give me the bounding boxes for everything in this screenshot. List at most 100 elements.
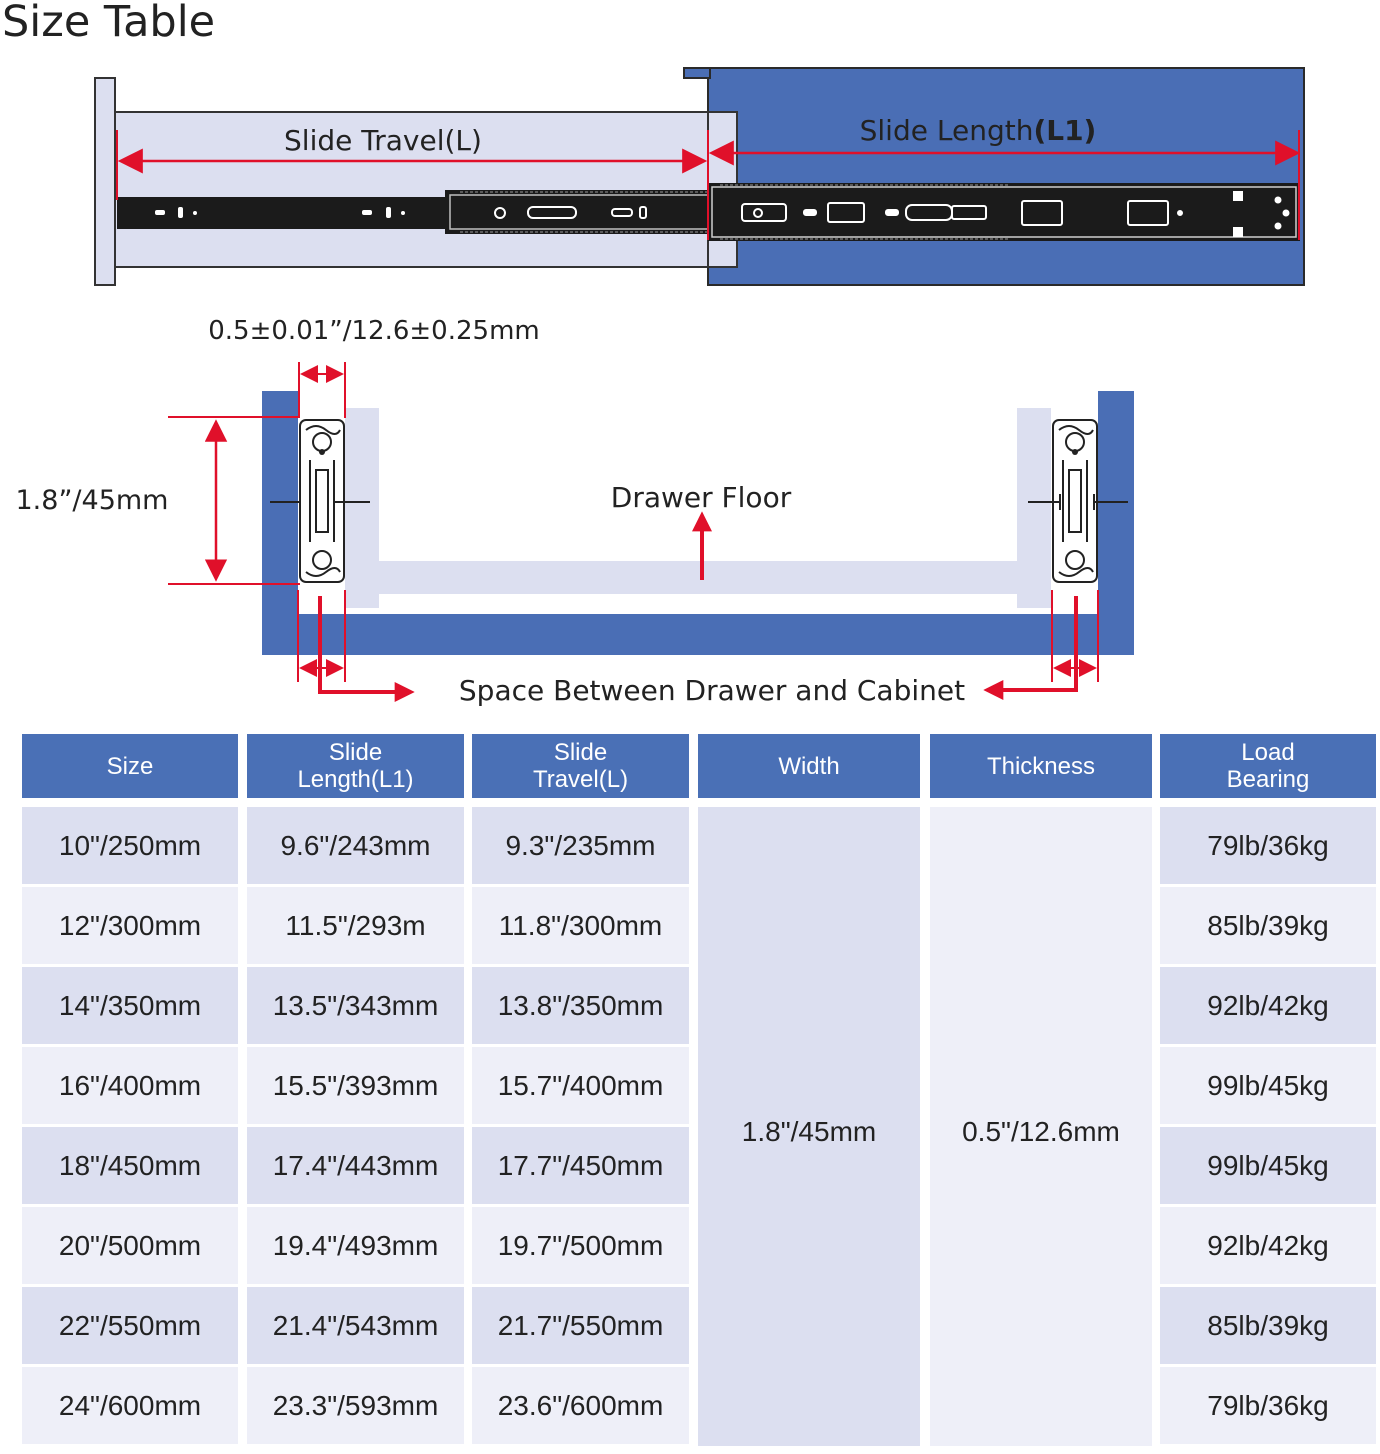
cell-text: 85lb/39kg [1207, 1309, 1329, 1341]
cell-text: Load [1241, 739, 1295, 766]
table-cell: 16"/400mm [22, 1047, 238, 1124]
table-cell: 92lb/42kg [1160, 1207, 1376, 1284]
table-cell: 9.6"/243mm [247, 807, 464, 884]
cell-text: 9.3"/235mm [505, 829, 656, 861]
slide-extension-diagram: Slide Travel(L) Slide Length(L1) [94, 67, 1305, 286]
cell-text: Width [778, 752, 840, 780]
table-cell: 13.5"/343mm [247, 967, 464, 1044]
width-merged-cell: 1.8"/45mm [698, 807, 920, 1446]
screws [270, 494, 1128, 510]
slide-length-label: Slide Length(L1) [860, 114, 1097, 147]
header-size: Size [22, 734, 238, 798]
cell-text: 79lb/36kg [1207, 1389, 1329, 1421]
table-cell: 10"/250mm [22, 807, 238, 884]
cell-text: 17.7"/450mm [497, 1149, 664, 1181]
cell-text: 79lb/36kg [1207, 829, 1329, 861]
cabinet-bottom [262, 614, 1134, 655]
table-cell: 21.4"/543mm [247, 1287, 464, 1364]
cell-text: Length(L1) [297, 766, 414, 793]
cell-text: Travel(L) [532, 766, 629, 793]
cell-text: 13.8"/350mm [497, 989, 664, 1021]
cell-text: 10"/250mm [58, 829, 202, 861]
cell-text: 24"/600mm [58, 1389, 202, 1421]
table-cell: 22"/550mm [22, 1287, 238, 1364]
intermediate-rail-holes [494, 206, 720, 219]
cell-text: 20"/500mm [58, 1229, 202, 1261]
cell-text: Size [106, 752, 154, 780]
cell-text: 99lb/45kg [1207, 1149, 1329, 1181]
inner-rail [117, 197, 457, 229]
cell-text: 15.7"/400mm [497, 1069, 664, 1101]
table-cell: 23.3"/593mm [247, 1367, 464, 1444]
cell-text: 18"/450mm [58, 1149, 202, 1181]
cross-section-diagram: 0.5±0.01”/12.6±0.25mm 1.8”/45mm Drawer F… [16, 316, 1134, 707]
cell-text: 14"/350mm [58, 989, 202, 1021]
drawer-floor [379, 561, 1017, 594]
cell-text: 23.6"/600mm [497, 1389, 664, 1421]
table-cell: 14"/350mm [22, 967, 238, 1044]
table-cell: 19.7"/500mm [472, 1207, 689, 1284]
cell-text: 16"/400mm [58, 1069, 202, 1101]
height-label: 1.8”/45mm [16, 485, 169, 516]
table-cell: 15.7"/400mm [472, 1047, 689, 1124]
cell-text: 85lb/39kg [1207, 909, 1329, 941]
table-cell: 23.6"/600mm [472, 1367, 689, 1444]
table-cell: 21.7"/550mm [472, 1287, 689, 1364]
thickness-value: 0.5"/12.6mm [962, 1115, 1120, 1147]
cell-text: Slide [328, 739, 383, 766]
cell-text: 13.5"/343mm [272, 989, 439, 1021]
table-cell: 99lb/45kg [1160, 1127, 1376, 1204]
cell-text: 23.3"/593mm [272, 1389, 439, 1421]
outer-rail [708, 183, 1300, 241]
table-cell: 18"/450mm [22, 1127, 238, 1204]
table-cell: 20"/500mm [22, 1207, 238, 1284]
header-thickness: Thickness [930, 734, 1152, 798]
outer-rail-holes [741, 191, 1290, 237]
table-cell: 79lb/36kg [1160, 807, 1376, 884]
cabinet-right-wall [1098, 391, 1134, 655]
cabinet-top-lip [683, 67, 711, 79]
inner-rail-holes [155, 207, 405, 218]
table-cell: 17.4"/443mm [247, 1127, 464, 1204]
thickness-label: 0.5±0.01”/12.6±0.25mm [208, 316, 539, 346]
cell-text: Slide [553, 739, 608, 766]
cell-text: 12"/300mm [58, 909, 202, 941]
table-cell: 11.8"/300mm [472, 887, 689, 964]
right-gap-callout [983, 596, 1078, 700]
thickness-merged-cell: 0.5"/12.6mm [930, 807, 1152, 1446]
drawer-front-panel [94, 77, 116, 286]
table-cell: 11.5"/293m [247, 887, 464, 964]
drawer-right-side [1017, 408, 1051, 608]
cabinet-left-wall [262, 391, 298, 655]
cell-text: Thickness [986, 752, 1096, 780]
page-title: Size Table [2, 0, 216, 47]
drawer-floor-label: Drawer Floor [611, 481, 792, 514]
cell-text: 92lb/42kg [1207, 1229, 1329, 1261]
cell-text: 19.4"/493mm [272, 1229, 439, 1261]
cell-text: 21.7"/550mm [497, 1309, 664, 1341]
cabinet-body [707, 67, 1305, 286]
table-cell: 13.8"/350mm [472, 967, 689, 1044]
width-value: 1.8"/45mm [741, 1115, 877, 1147]
cell-text: 21.4"/543mm [272, 1309, 439, 1341]
intermediate-rail [445, 190, 735, 234]
table-cell: 79lb/36kg [1160, 1367, 1376, 1444]
table-cell: 85lb/39kg [1160, 887, 1376, 964]
cell-text: Bearing [1226, 766, 1310, 793]
table-cell: 92lb/42kg [1160, 967, 1376, 1044]
table-cell: 19.4"/493mm [247, 1207, 464, 1284]
cell-text: 19.7"/500mm [497, 1229, 664, 1261]
gap-label: Space Between Drawer and Cabinet [459, 674, 965, 707]
cell-text: 92lb/42kg [1207, 989, 1329, 1021]
drawer-body [114, 111, 738, 268]
cell-text: 99lb/45kg [1207, 1069, 1329, 1101]
table-cell: 15.5"/393mm [247, 1047, 464, 1124]
cell-text: 15.5"/393mm [272, 1069, 439, 1101]
table-cell: 85lb/39kg [1160, 1287, 1376, 1364]
cell-text: 17.4"/443mm [272, 1149, 439, 1181]
cell-text: 9.6"/243mm [280, 829, 431, 861]
